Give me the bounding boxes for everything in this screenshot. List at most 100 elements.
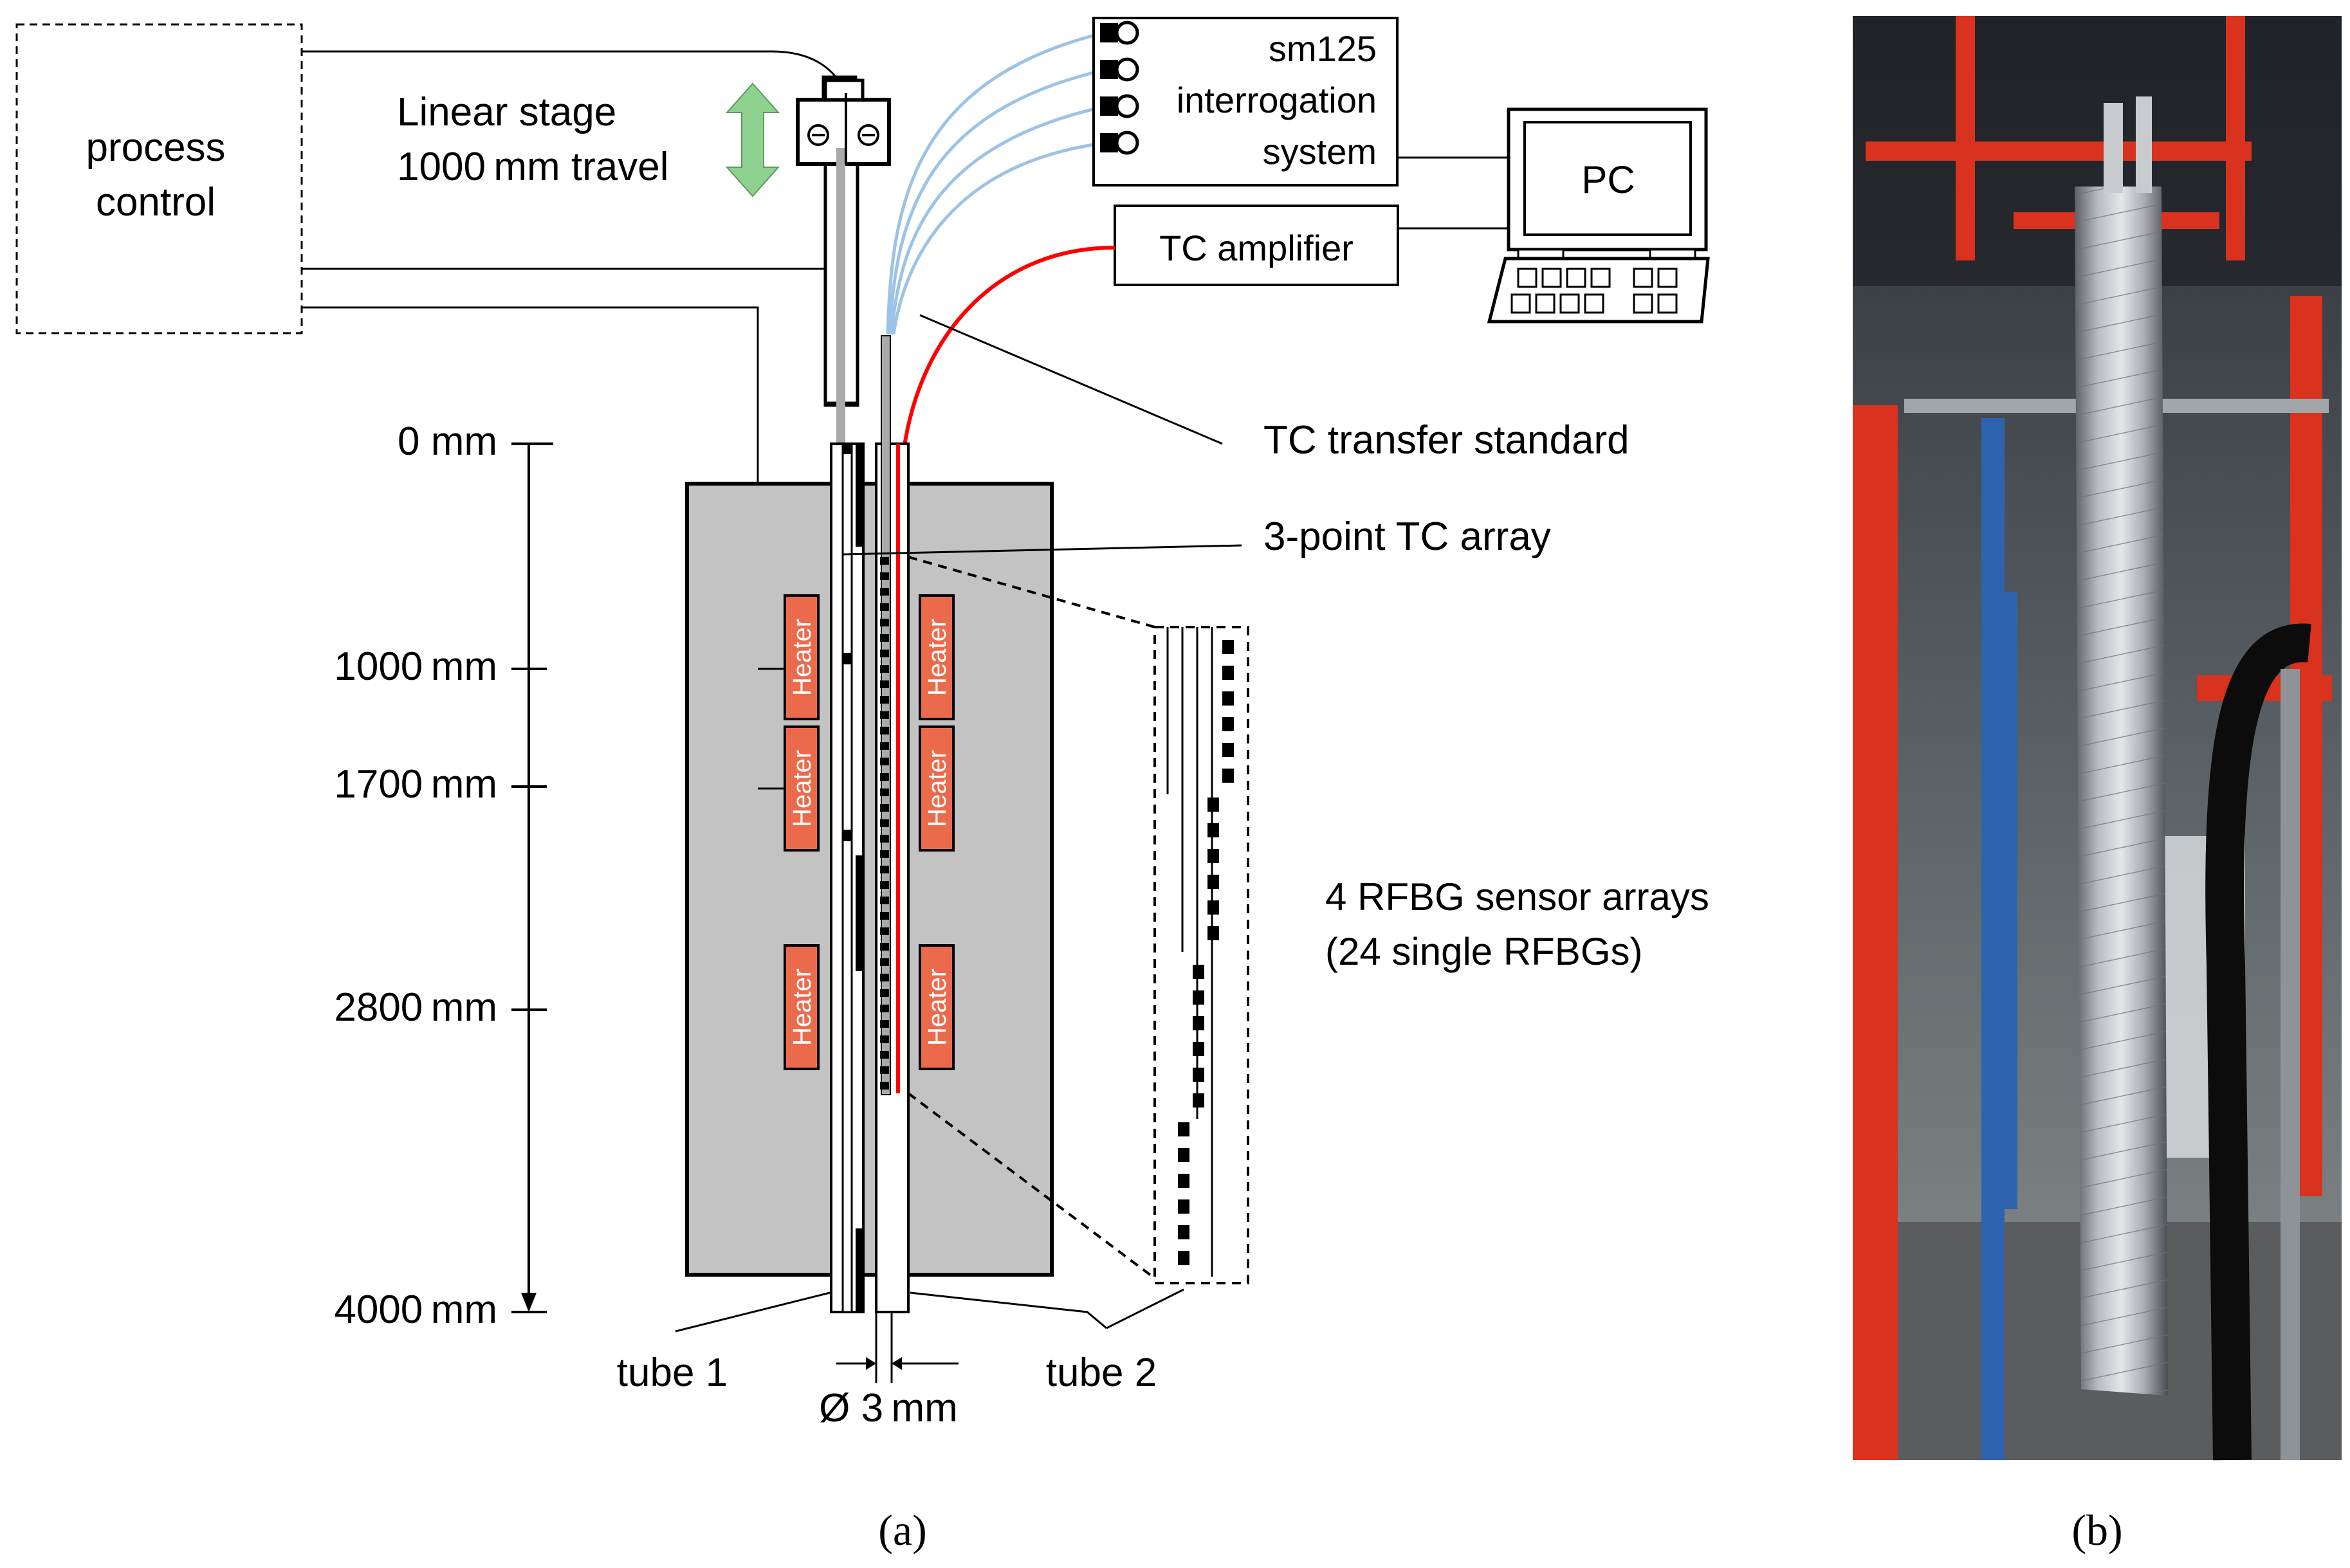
grating-segment — [880, 680, 889, 688]
grating-segment — [880, 1082, 889, 1089]
grating-segment — [880, 1066, 889, 1074]
pc-label: PC — [1581, 158, 1635, 201]
grating-segment — [880, 927, 889, 935]
tc-transfer-label: TC transfer standard — [1263, 418, 1629, 462]
process-control-label-2: control — [96, 180, 216, 224]
grating-segment — [880, 789, 889, 796]
interrogation-system: sm125 interrogation system — [1092, 17, 1399, 187]
depth-label-1700: 1700 mm — [334, 762, 497, 807]
photo-panel — [1853, 16, 2342, 1461]
heaters: Heater Heater Heater Heater Heater Heate… — [784, 594, 955, 1070]
grating-segment — [880, 1020, 889, 1028]
grating-segment — [880, 1005, 889, 1012]
grating-segment — [1193, 1016, 1204, 1030]
tube-1-label: tube 1 — [617, 1351, 728, 1395]
heater-label: Heater — [923, 619, 951, 696]
grating-segment — [1178, 1251, 1189, 1265]
heater-wiring — [758, 668, 785, 790]
tc-array-junctions — [842, 442, 863, 1312]
grating-segment — [1178, 1122, 1189, 1136]
grating-segment — [880, 619, 889, 626]
insulated-tube — [2075, 187, 2168, 1396]
grating-segment — [1207, 900, 1219, 915]
depth-label-1000: 1000 mm — [334, 644, 497, 689]
grating-segment — [880, 943, 889, 951]
heater-right-3 — [919, 944, 955, 1070]
grating-segment — [880, 742, 889, 750]
depth-scale: 0 mm 1000 mm 1700 mm 2800 mm 4000 mm — [334, 419, 553, 1332]
grating-segment — [1207, 798, 1219, 812]
grating-segment — [1178, 1148, 1189, 1162]
grating-segment — [1193, 1042, 1204, 1056]
interrogation-label-1: sm125 — [1269, 28, 1377, 69]
grating-segment — [880, 881, 889, 889]
grating-segment — [880, 773, 889, 781]
grating-segment — [880, 866, 889, 873]
grating-segment — [880, 696, 889, 704]
stage-arrow — [725, 82, 780, 197]
grating-segment — [880, 974, 889, 981]
grating-segment — [1207, 849, 1219, 863]
optical-fibers — [886, 30, 1107, 335]
grating-segment — [1222, 691, 1234, 706]
process-control-box: process control — [15, 23, 303, 334]
tube-2-label: tube 2 — [1046, 1351, 1157, 1395]
diameter-label: Ø 3 mm — [819, 1386, 958, 1430]
grating-segment — [880, 819, 889, 827]
interrogation-label-2: interrogation — [1177, 80, 1377, 120]
heater-left-3 — [784, 944, 820, 1070]
grating-segment — [880, 804, 889, 812]
grating-segment — [1193, 1093, 1204, 1108]
grating-segment — [1178, 1225, 1189, 1239]
rfbg-detail-arrays — [1166, 627, 1234, 1277]
grating-segment — [1207, 875, 1219, 889]
depth-label-4000: 4000 mm — [334, 1288, 497, 1332]
callout-lines — [675, 314, 1242, 1333]
heater-label: Heater — [923, 969, 951, 1046]
grating-segment — [880, 727, 889, 734]
grating-segment — [880, 711, 889, 719]
grating-segment — [880, 588, 889, 596]
grating-segment — [880, 850, 889, 858]
linear-stage-label-2: 1000 mm travel — [397, 145, 668, 189]
fiber-connectors — [1100, 21, 1139, 155]
heater-left-1 — [784, 594, 820, 720]
grating-segment — [880, 603, 889, 611]
grating-segment — [880, 958, 889, 966]
furnace-body — [685, 482, 1054, 1277]
grating-segment — [1178, 1199, 1189, 1214]
grating-segment — [1222, 666, 1234, 680]
keyboard-keys — [1510, 268, 1678, 314]
heater-left-2 — [784, 725, 820, 852]
grating-segment — [1222, 717, 1234, 731]
caption-a: (a) — [878, 1506, 926, 1554]
linear-stage-label-1: Linear stage — [397, 90, 616, 134]
grating-segment — [880, 758, 889, 765]
rfbg-detail — [907, 556, 1249, 1284]
tc-amplifier-label: TC amplifier — [1159, 228, 1354, 268]
heater-label: Heater — [923, 750, 951, 827]
tc-amplifier: TC amplifier — [1114, 205, 1399, 286]
grating-segment — [1222, 769, 1234, 783]
depth-label-0: 0 mm — [398, 419, 497, 464]
rfbg-ladder — [880, 557, 889, 1089]
tc-array-label: 3-point TC array — [1263, 515, 1551, 559]
grating-segment — [880, 572, 889, 580]
interrogation-label-3: system — [1263, 131, 1377, 172]
grating-segment — [880, 557, 889, 565]
grating-segment — [880, 897, 889, 904]
grating-segment — [880, 634, 889, 642]
linear-stage — [796, 75, 891, 457]
grating-segment — [1222, 640, 1234, 654]
heater-label: Heater — [788, 750, 816, 827]
grating-segment — [880, 1035, 889, 1043]
depth-label-2800: 2800 mm — [334, 985, 497, 1030]
grating-segment — [880, 665, 889, 673]
grating-segment — [1207, 823, 1219, 837]
blue-frame — [1981, 418, 2017, 1460]
grating-segment — [1193, 990, 1204, 1005]
rfbg-arrays-label-2: (24 single RFBGs) — [1325, 930, 1642, 973]
pc-computer: PC — [1397, 107, 1710, 324]
